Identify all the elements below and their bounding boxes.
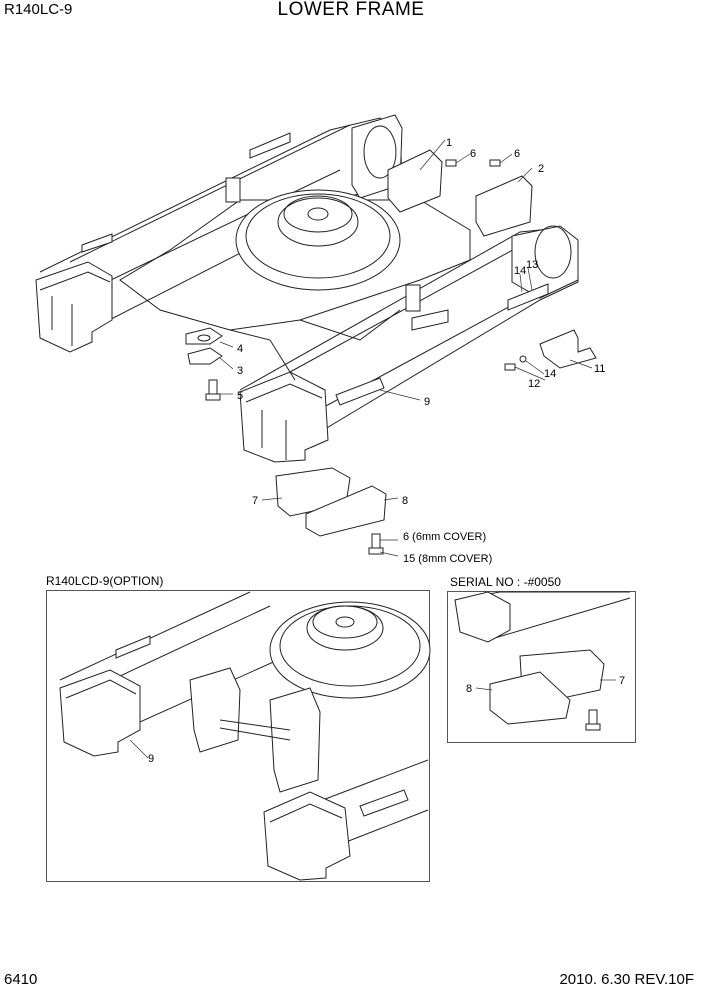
cover-part-2 bbox=[475, 175, 533, 237]
guard-part-11 bbox=[539, 329, 597, 369]
cover-part-1 bbox=[387, 149, 443, 213]
callout-6b: 6 bbox=[514, 148, 520, 160]
callout-3: 3 bbox=[237, 365, 243, 377]
callout-6a: 6 bbox=[470, 148, 476, 160]
model-number: R140LC-9 bbox=[4, 1, 73, 18]
page-number: 6410 bbox=[4, 971, 38, 988]
serial-cover-8 bbox=[489, 671, 571, 725]
washer-14-icon bbox=[519, 355, 527, 363]
bolt-6-icon bbox=[445, 159, 501, 167]
revision-date: 2010. 6.30 REV.10F bbox=[559, 971, 694, 988]
option-callout-9: 9 bbox=[148, 753, 154, 765]
serial-callout-8: 8 bbox=[466, 683, 472, 695]
page-title: LOWER FRAME bbox=[277, 0, 425, 20]
callout-14a: 14 bbox=[514, 265, 526, 277]
callout-2: 2 bbox=[538, 163, 544, 175]
serial-frame-drawing bbox=[454, 591, 631, 731]
callout-9: 9 bbox=[424, 396, 430, 408]
serial-box-label: SERIAL NO : -#0050 bbox=[450, 575, 561, 589]
callout-6-cover: 6 (6mm COVER) bbox=[403, 531, 486, 543]
lower-frame-drawing bbox=[35, 114, 579, 463]
callout-13: 13 bbox=[526, 259, 538, 271]
option-frame-drawing bbox=[59, 591, 431, 881]
callout-12: 12 bbox=[528, 378, 540, 390]
plate-part-4 bbox=[185, 327, 223, 345]
callout-15-cover: 15 (8mm COVER) bbox=[403, 553, 492, 565]
callout-1: 1 bbox=[446, 137, 452, 149]
callout-7: 7 bbox=[252, 495, 258, 507]
bolt-5-icon bbox=[205, 379, 221, 401]
callout-5: 5 bbox=[237, 390, 243, 402]
bolt-12-icon bbox=[504, 363, 516, 371]
callout-8: 8 bbox=[402, 495, 408, 507]
callout-11: 11 bbox=[594, 363, 605, 375]
bolt-6-15-icon bbox=[368, 533, 384, 555]
option-box-label: R140LCD-9(OPTION) bbox=[46, 574, 164, 588]
cover-part-8 bbox=[305, 485, 387, 537]
callout-4: 4 bbox=[237, 343, 243, 355]
option-detail-frame bbox=[46, 590, 430, 882]
serial-callout-7: 7 bbox=[619, 675, 625, 687]
callout-14b: 14 bbox=[544, 368, 556, 380]
plate-part-3 bbox=[187, 347, 223, 365]
